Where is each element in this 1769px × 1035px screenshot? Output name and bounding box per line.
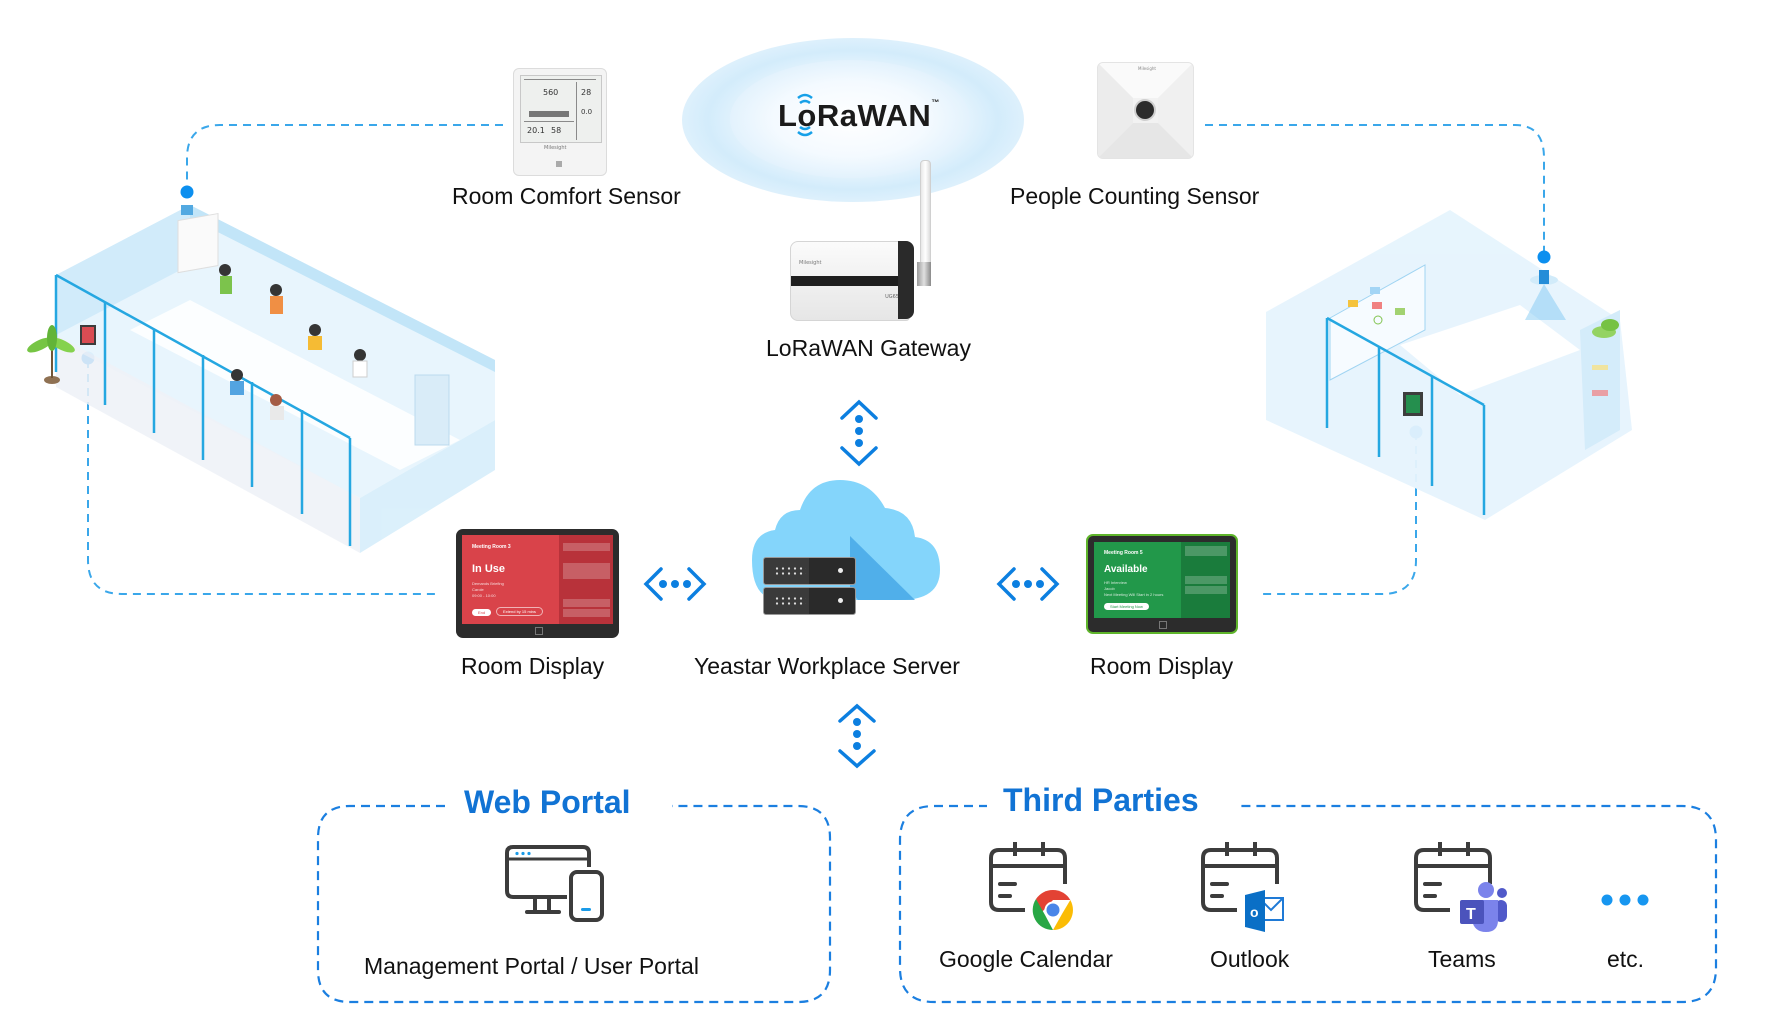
svg-text:o: o (1250, 904, 1259, 920)
comfort-sensor-screen: 560 28 0.0 20.1 58 (520, 75, 602, 143)
left-meeting-room-illustration (27, 205, 495, 553)
meeting-time: 09:00 - 10:00 (472, 593, 496, 598)
web-portal-title: Web Portal (448, 784, 647, 821)
server-unit-bottom (763, 587, 856, 615)
room-display-right-device: Meeting Room 5 Available HR Interview Ja… (1086, 534, 1238, 634)
monitor-phone-icon (505, 845, 604, 922)
camera-lens-icon (1136, 101, 1154, 119)
etc-label: etc. (1607, 946, 1645, 972)
ellipsis-icon (1601, 894, 1649, 906)
bidirectional-arrow-icon (840, 399, 878, 467)
lorawan-trademark: ™ (931, 98, 940, 107)
management-portal-label: Management Portal / User Portal (364, 953, 699, 979)
humidity-value: 58 (551, 126, 562, 135)
teams-calendar-icon: T (1414, 842, 1507, 932)
start-meeting-button[interactable]: Start Meeting Now (1104, 603, 1149, 610)
connector-display-to-left-room (87, 360, 440, 595)
meeting-title: HR Interview (1104, 580, 1127, 585)
brand-logo: Milesight (1138, 66, 1156, 71)
teams-label: Teams (1428, 946, 1496, 972)
bidirectional-arrow-icon (643, 567, 707, 601)
gateway-antenna (920, 160, 931, 272)
third-parties-title: Third Parties (987, 782, 1215, 819)
bidirectional-arrow-icon (838, 703, 876, 769)
connector-dot (180, 185, 194, 199)
lorawan-gateway-label: LoRaWAN Gateway (766, 335, 971, 361)
lorawan-gateway-device: Milesight UG65 (790, 241, 910, 321)
server-label: Yeastar Workplace Server (694, 653, 960, 679)
extend-meeting-button[interactable]: Extend by 15 mins (496, 607, 543, 616)
meeting-organizer: Carole (472, 587, 484, 592)
gateway-antenna-connector (917, 262, 931, 286)
room-status: Available (1104, 564, 1148, 575)
room-comfort-sensor-label: Room Comfort Sensor (452, 183, 681, 209)
next-meeting: Next Meeting Will Start in 2 hours (1104, 592, 1164, 597)
outlook-calendar-icon: o (1201, 842, 1284, 932)
google-calendar-label: Google Calendar (939, 946, 1113, 972)
room-display-right-label: Room Display (1090, 653, 1234, 679)
end-meeting-button[interactable]: End (472, 609, 492, 616)
people-counting-sensor-device: Milesight (1097, 62, 1194, 159)
gateway-end-cap (898, 241, 914, 319)
lorawan-waves-icon (797, 93, 813, 137)
lorawan-logo: LoRaWAN™ (778, 98, 940, 134)
connector-people-to-room (1205, 124, 1545, 256)
people-counting-sensor-label: People Counting Sensor (1010, 183, 1260, 209)
connector-display-to-right-room (1260, 432, 1417, 595)
gateway-model: UG65 (885, 294, 899, 300)
connector-comfort-to-room (186, 124, 503, 191)
outlook-label: Outlook (1210, 946, 1290, 972)
home-button (534, 627, 543, 635)
third-parties-box (898, 804, 1718, 1004)
temperature-value: 20.1 (527, 126, 545, 135)
sensor-button (556, 161, 562, 167)
web-portal-box (316, 804, 832, 1004)
hcho-value: 0.0 (581, 108, 593, 116)
brand-logo: Milesight (799, 260, 822, 266)
room-display-left-screen: Meeting Room 3 In Use Demands Briefing C… (462, 535, 613, 624)
bidirectional-arrow-icon (996, 567, 1060, 601)
meeting-title: Demands Briefing (472, 581, 504, 586)
room-name: Meeting Room 5 (1104, 550, 1143, 556)
connector-dot (1537, 250, 1551, 264)
room-comfort-sensor-device: 560 28 0.0 20.1 58 Milesight (513, 68, 607, 176)
google-calendar-icon (989, 842, 1073, 931)
room-display-left-device: Meeting Room 3 In Use Demands Briefing C… (456, 529, 619, 638)
room-display-right-screen: Meeting Room 5 Available HR Interview Ja… (1094, 542, 1230, 618)
right-meeting-room-illustration (1266, 210, 1632, 520)
room-name: Meeting Room 3 (472, 544, 511, 550)
room-status: In Use (472, 563, 506, 575)
svg-text:T: T (1466, 906, 1476, 923)
brand-logo: Milesight (544, 145, 567, 151)
lorawan-logo-text: LoRaWAN (778, 98, 932, 133)
lorawan-signal-inner (730, 60, 970, 178)
home-button (1159, 621, 1167, 629)
pressure-value: 28 (581, 88, 592, 97)
server-unit-top (763, 557, 856, 585)
room-display-left-label: Room Display (461, 653, 605, 679)
co2-value: 560 (543, 88, 559, 97)
meeting-organizer: Jacob (1104, 586, 1115, 591)
